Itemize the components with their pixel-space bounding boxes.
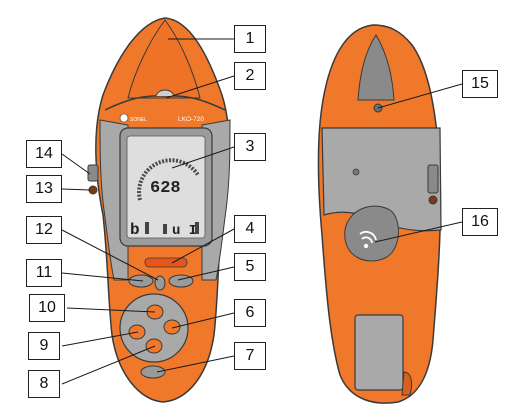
- wifi-signal-icon: [359, 231, 377, 249]
- back-clamp-opening: [357, 34, 395, 101]
- clamp-notch: [155, 89, 175, 97]
- leader-14: [61, 153, 91, 175]
- front-view: SONEL LKO-720 628 b u I: [87, 17, 231, 403]
- callout-8: 8: [28, 370, 60, 398]
- callout-4: 4: [234, 215, 266, 243]
- display-gauge-icon: [137, 158, 200, 201]
- callout-16: 16: [462, 208, 498, 236]
- side-connector-13: [88, 185, 98, 195]
- callout-6: 6: [234, 299, 266, 327]
- callout-2: 2: [234, 62, 266, 90]
- leader-11: [61, 272, 144, 282]
- leader-4: [171, 228, 235, 264]
- battery-cover: [354, 314, 404, 391]
- leader-7: [156, 355, 235, 373]
- leader-5: [177, 266, 235, 281]
- brand-label: SONEL: [130, 117, 147, 123]
- leader-8: [61, 345, 156, 385]
- back-screw: [352, 168, 360, 176]
- clamp-jaw: [127, 19, 201, 99]
- callout-9: 9: [28, 332, 60, 360]
- back-side-jack: [428, 195, 438, 205]
- brand-logo-icon: [119, 113, 129, 123]
- callout-11: 11: [26, 259, 62, 287]
- back-strap-loop: [401, 371, 413, 396]
- display-bar-1: [145, 222, 149, 234]
- display-bottom-left: b: [130, 221, 140, 239]
- leader-lines: [61, 38, 463, 385]
- right-button[interactable]: [168, 274, 194, 288]
- leader-6: [171, 312, 235, 329]
- leader-9: [61, 331, 139, 347]
- callout-3: 3: [234, 133, 266, 161]
- indicator-strip: [144, 257, 188, 268]
- leader-2: [165, 75, 235, 99]
- callout-1: 1: [234, 25, 266, 53]
- keypad-right-button[interactable]: [163, 319, 181, 335]
- back-side-connector: [427, 164, 439, 194]
- display-bottom-right: u I: [172, 223, 197, 239]
- callout-7: 7: [234, 342, 266, 370]
- display-bar-3: [195, 222, 199, 234]
- callout-14: 14: [26, 140, 62, 168]
- callout-5: 5: [234, 253, 266, 281]
- leader-10: [66, 307, 156, 313]
- callout-10: 10: [29, 294, 65, 322]
- leader-15: [377, 83, 463, 109]
- display-bar-2: [163, 224, 167, 234]
- callout-13: 13: [26, 175, 62, 203]
- side-connector-14: [87, 164, 99, 182]
- leader-13: [61, 188, 91, 191]
- callout-12: 12: [26, 216, 62, 244]
- bottom-button[interactable]: [140, 365, 166, 379]
- display-reading: 628: [150, 179, 181, 198]
- back-view: [317, 24, 442, 404]
- model-label: LKO-720: [178, 116, 204, 123]
- center-button[interactable]: [154, 275, 166, 291]
- leader-3: [171, 146, 235, 169]
- leader-16: [374, 221, 463, 243]
- callout-15: 15: [462, 70, 498, 98]
- leader-12: [61, 229, 159, 281]
